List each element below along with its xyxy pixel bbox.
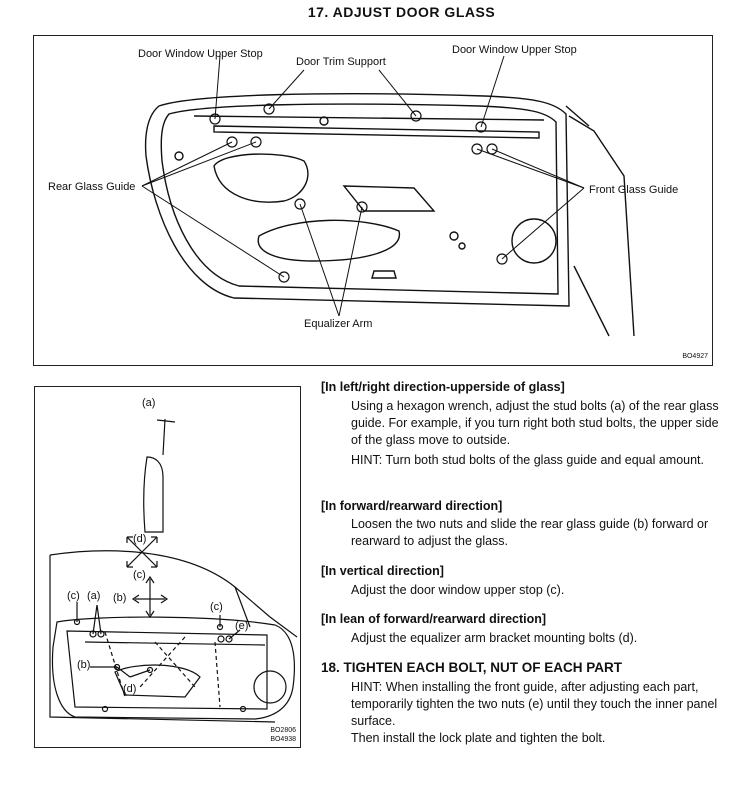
label-front-glass-guide: Front Glass Guide — [589, 184, 679, 196]
label-c-left: (c) — [67, 590, 80, 602]
figure-code: BO4927 — [682, 353, 708, 360]
section-heading-left-right: [In left/right direction-upperside of gl… — [321, 380, 565, 394]
label-upper-stop-right: Door Window Upper Stop — [452, 44, 577, 56]
label-e-right: (e) — [235, 620, 249, 632]
figure-code-1: BO2806 — [270, 727, 296, 734]
section-text-left-right: Using a hexagon wrench, adjust the stud … — [351, 399, 719, 447]
label-a-top: (a) — [142, 397, 156, 409]
step-18-text: Then install the lock plate and tighten … — [351, 731, 606, 745]
label-d-low: (d) — [123, 683, 137, 695]
section-text-forward-rearward: Loosen the two nuts and slide the rear g… — [351, 517, 709, 548]
label-b-low: (b) — [77, 659, 91, 671]
section-heading-vertical: [In vertical direction] — [321, 564, 444, 578]
label-c-mid: (c) — [133, 569, 146, 581]
section-heading-lean: [In lean of forward/rearward direction] — [321, 612, 547, 626]
page-title: 17. ADJUST DOOR GLASS — [307, 4, 496, 20]
figure-adjustment: (a) (d) (c) (b) (c) (a) (b) (d) (c) (e) … — [34, 386, 301, 748]
label-b-mid: (b) — [113, 592, 127, 604]
figure-code-2: BO4938 — [270, 736, 296, 743]
section-heading-forward-rearward: [In forward/rearward direction] — [321, 499, 503, 513]
label-trim-support: Door Trim Support — [296, 56, 386, 68]
step-18-hint: HINT: When installing the front guide, a… — [351, 680, 718, 728]
section-text-vertical: Adjust the door window upper stop (c). — [351, 583, 565, 597]
label-a-left: (a) — [87, 590, 101, 602]
figure-door-panel: Door Window Upper Stop Door Trim Support… — [33, 35, 713, 366]
adjustment-drawing — [49, 418, 298, 723]
label-upper-stop-left: Door Window Upper Stop — [138, 48, 263, 60]
section-text-lean: Adjust the equalizer arm bracket mountin… — [351, 631, 638, 645]
section-hint-left-right: HINT: Turn both stud bolts of the glass … — [351, 453, 704, 467]
label-equalizer-arm: Equalizer Arm — [304, 318, 373, 330]
label-c-right: (c) — [210, 601, 223, 613]
label-rear-glass-guide: Rear Glass Guide — [48, 181, 136, 193]
label-d-top: (d) — [133, 533, 147, 545]
door-panel-drawing — [141, 55, 635, 337]
step-18-heading: 18. TIGHTEN EACH BOLT, NUT OF EACH PART — [321, 660, 623, 675]
